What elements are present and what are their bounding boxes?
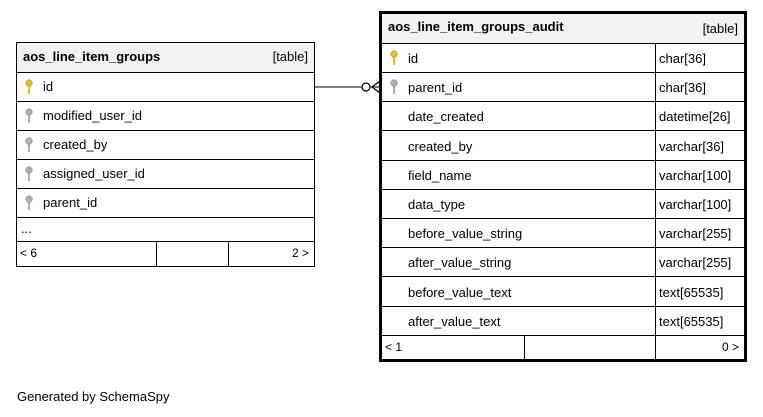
column-row[interactable]: id	[17, 73, 314, 102]
column-type: varchar[255]	[659, 255, 732, 271]
column-name: assigned_user_id	[43, 166, 145, 181]
column-row[interactable]: before_value_text text[65535]	[382, 278, 744, 307]
column-name: before_value_text	[408, 284, 512, 300]
table-kind: [table]	[702, 21, 738, 36]
column-type: text[65535]	[659, 284, 724, 300]
footer-right-count[interactable]: 0 >	[721, 340, 739, 354]
column-row[interactable]: parent_id	[17, 189, 314, 218]
ellipsis-row: ...	[17, 218, 314, 242]
column-name: created_by	[408, 138, 473, 154]
column-row[interactable]: id char[36]	[382, 44, 744, 73]
column-type: varchar[36]	[659, 138, 725, 154]
crowfoot-icon	[371, 80, 381, 88]
generated-by-credit: Generated by SchemaSpy	[17, 389, 170, 404]
footer-divider	[655, 336, 656, 359]
foreign-key-icon	[25, 166, 33, 181]
column-name: modified_user_id	[43, 108, 143, 123]
primary-key-icon	[390, 50, 398, 65]
column-type: char[36]	[659, 80, 706, 96]
table-name: aos_line_item_groups	[23, 49, 161, 64]
more-columns-ellipsis: ...	[21, 221, 32, 236]
column-name: id	[43, 79, 54, 94]
column-name: date_created	[408, 109, 484, 125]
column-name: before_value_string	[408, 226, 523, 242]
column-type: varchar[100]	[659, 167, 732, 183]
column-name: after_value_string	[408, 255, 512, 271]
table-footer: < 6 2 >	[17, 242, 314, 266]
footer-divider	[228, 242, 229, 266]
footer-divider	[156, 242, 157, 266]
column-name: field_name	[408, 167, 472, 183]
table-header: aos_line_item_groups_audit [table]	[382, 14, 744, 44]
column-type: text[65535]	[659, 313, 724, 329]
column-row[interactable]: created_by	[17, 131, 314, 160]
table-name: aos_line_item_groups_audit	[388, 19, 564, 34]
optional-marker-icon	[361, 82, 371, 92]
column-row[interactable]: parent_id char[36]	[382, 73, 744, 103]
table-header: aos_line_item_groups [table]	[17, 43, 314, 73]
footer-left-count[interactable]: < 6	[20, 246, 38, 260]
column-name: id	[408, 51, 419, 66]
table-aos-line-item-groups-audit[interactable]: aos_line_item_groups_audit [table] id cha…	[379, 11, 747, 362]
foreign-key-icon	[25, 195, 33, 210]
column-row[interactable]: data_type varchar[100]	[382, 190, 744, 219]
footer-right-count[interactable]: 2 >	[291, 246, 309, 260]
column-name: created_by	[43, 137, 108, 152]
column-row[interactable]: modified_user_id	[17, 102, 314, 131]
column-name: data_type	[408, 197, 466, 212]
column-name: parent_id	[43, 195, 98, 210]
column-row[interactable]: after_value_text text[65535]	[382, 307, 744, 336]
column-row[interactable]: before_value_string varchar[255]	[382, 219, 744, 249]
column-row[interactable]: after_value_string varchar[255]	[382, 248, 744, 278]
column-type: char[36]	[659, 51, 706, 66]
footer-left-count[interactable]: < 1	[385, 340, 403, 354]
footer-divider	[524, 336, 525, 359]
column-type: varchar[255]	[659, 226, 732, 242]
type-column-divider	[655, 44, 656, 336]
column-type: datetime[26]	[659, 109, 731, 125]
column-row[interactable]: created_by varchar[36]	[382, 132, 744, 161]
column-row[interactable]: date_created datetime[26]	[382, 102, 744, 132]
column-name: parent_id	[408, 80, 463, 96]
table-kind: [table]	[272, 49, 308, 64]
column-type: varchar[100]	[659, 197, 732, 212]
foreign-key-icon	[25, 108, 33, 123]
foreign-key-icon	[390, 79, 398, 95]
column-row[interactable]: assigned_user_id	[17, 160, 314, 189]
foreign-key-icon	[25, 137, 33, 152]
primary-key-icon	[25, 79, 33, 94]
column-row[interactable]: field_name varchar[100]	[382, 161, 744, 190]
column-name: after_value_text	[408, 313, 501, 329]
table-footer: < 1 0 >	[382, 336, 744, 359]
table-aos-line-item-groups[interactable]: aos_line_item_groups [table] id modified_…	[16, 42, 315, 267]
